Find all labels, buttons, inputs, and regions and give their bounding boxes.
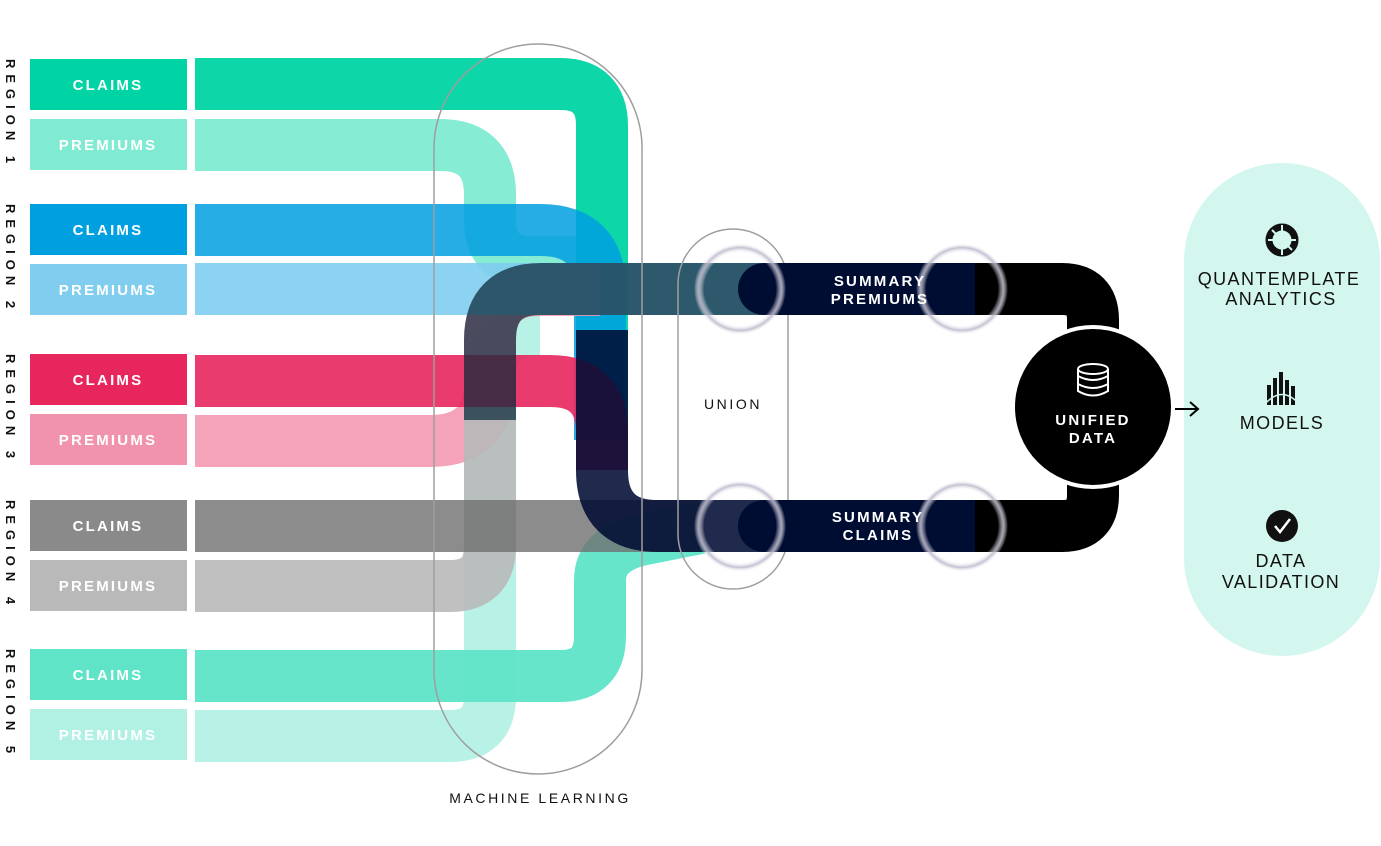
- region-rows: CLAIMS PREMIUMS CLAIMS PREMIUMS CLAIMS PREMIU…: [30, 59, 187, 760]
- output-analytics-line2: ANALYTICS: [1225, 289, 1336, 309]
- region-3-premiums-label: PREMIUMS: [59, 432, 157, 449]
- region-3-premiums-box: [30, 414, 187, 465]
- region-4-premiums-label: PREMIUMS: [59, 578, 157, 595]
- region-5-claims-label: CLAIMS: [73, 667, 144, 684]
- union-outline: [677, 228, 789, 590]
- region-1-premiums-label: PREMIUMS: [59, 137, 157, 154]
- region-2-premiums-box: [30, 264, 187, 315]
- region-3-claims-label: CLAIMS: [73, 372, 144, 389]
- database-icon: [1077, 363, 1109, 397]
- region-5-premiums-box: [30, 709, 187, 760]
- machine-learning-label: MACHINE LEARNING: [449, 790, 631, 806]
- region-1-claims-box: [30, 59, 187, 110]
- region-1-label: REGION 1: [3, 59, 18, 169]
- region-1-premiums-box: [30, 119, 187, 170]
- arrow-right-icon: [1175, 401, 1200, 417]
- flow-merge-premiums: [464, 263, 770, 420]
- output-models-line1: MODELS: [1240, 413, 1324, 433]
- output-validation-line2: VALIDATION: [1222, 572, 1340, 592]
- ring-accent-2: [694, 480, 786, 572]
- union-label: UNION: [704, 396, 762, 412]
- region-4-premiums-box: [30, 560, 187, 611]
- unified-data-line2: DATA: [1069, 430, 1117, 447]
- region-2-premiums-label: PREMIUMS: [59, 282, 157, 299]
- region-labels: REGION 1 REGION 2 REGION 3 REGION 4 REGION 5: [3, 59, 18, 759]
- summary-claims-line2: CLAIMS: [843, 527, 914, 544]
- flow-merge-claims: [576, 330, 770, 552]
- summary-premiums-line2: PREMIUMS: [831, 291, 929, 308]
- connector-premiums-to-unified: [975, 263, 1119, 350]
- region-2-label: REGION 2: [3, 204, 18, 314]
- ring-accent-3: [916, 243, 1008, 335]
- ring-accent-4: [916, 480, 1008, 572]
- region-5-claims-box: [30, 649, 187, 700]
- region-4-label: REGION 4: [3, 500, 18, 610]
- machine-learning-outline: [433, 43, 643, 775]
- connector-claims-to-unified: [975, 470, 1119, 552]
- output-analytics-line1: QUANTEMPLATE: [1198, 269, 1361, 289]
- output-validation-line1: DATA: [1256, 551, 1307, 571]
- analytics-ring-icon: [1265, 223, 1299, 257]
- unified-data-node: [1011, 325, 1175, 489]
- check-circle-icon: [1266, 510, 1298, 542]
- region-2-claims-box: [30, 204, 187, 255]
- region-3-label: REGION 3: [3, 354, 18, 464]
- region-3-claims-box: [30, 354, 187, 405]
- region-5-label: REGION 5: [3, 649, 18, 759]
- summary-premiums-line1: SUMMARY: [834, 273, 926, 290]
- summary-claims-line1: SUMMARY: [832, 509, 924, 526]
- region-5-premiums-label: PREMIUMS: [59, 727, 157, 744]
- unified-data-line1: UNIFIED: [1055, 412, 1130, 429]
- region-2-claims-label: CLAIMS: [73, 222, 144, 239]
- region-1-claims-label: CLAIMS: [73, 77, 144, 94]
- region-4-claims-box: [30, 500, 187, 551]
- outputs-panel: [1184, 163, 1380, 656]
- region-4-claims-label: CLAIMS: [73, 518, 144, 535]
- flow-region-1-claims: [195, 58, 628, 440]
- ring-accent-1: [694, 243, 786, 335]
- bar-chart-icon: [1263, 372, 1301, 406]
- flow-region-1-premiums: [195, 119, 600, 288]
